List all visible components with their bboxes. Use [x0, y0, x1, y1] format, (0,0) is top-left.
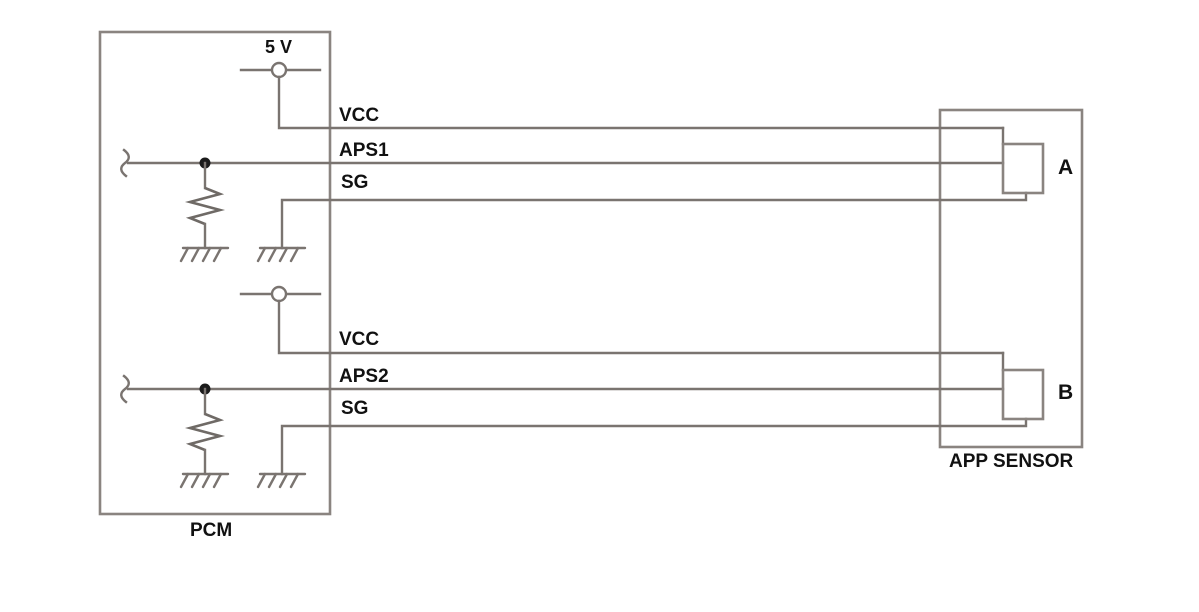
supply-node-circle-1 — [270, 61, 288, 79]
sensor-a-element — [1001, 142, 1045, 195]
sg1-wire — [280, 191, 1028, 250]
app-sensor-label: APP SENSOR — [949, 451, 1074, 472]
vcc-wire-1 — [277, 75, 1005, 130]
supply-voltage-label: 5 V — [265, 37, 293, 57]
wire-break-squiggle-2 — [120, 374, 130, 404]
pull-down-resistor-2 — [184, 412, 226, 452]
pcm-enclosure — [98, 30, 332, 516]
vcc-wire-2 — [277, 299, 1005, 355]
sensor-ground-symbol-2 — [256, 472, 307, 489]
supply-node-circle-2 — [270, 285, 288, 303]
signal-ground-symbol-1 — [179, 246, 230, 263]
pin-label-sg-1: SG — [341, 172, 369, 193]
sensor-a-label: A — [1058, 156, 1074, 179]
sensor-b-element — [1001, 368, 1045, 421]
pin-label-vcc-2: VCC — [339, 329, 380, 350]
pin-label-aps1: APS1 — [339, 140, 389, 161]
sensor-ground-symbol-1 — [256, 246, 307, 263]
sensor-b-label: B — [1058, 381, 1074, 404]
pcm-label: PCM — [190, 520, 233, 541]
pull-down-resistor-1 — [184, 186, 226, 226]
pin-label-sg-2: SG — [341, 398, 369, 419]
wire-break-squiggle-1 — [120, 148, 130, 178]
pin-label-vcc-1: VCC — [339, 105, 380, 126]
signal-ground-symbol-2 — [179, 472, 230, 489]
pin-label-aps2: APS2 — [339, 366, 389, 387]
app-sensor-enclosure — [938, 108, 1084, 449]
sg2-wire — [280, 417, 1028, 476]
